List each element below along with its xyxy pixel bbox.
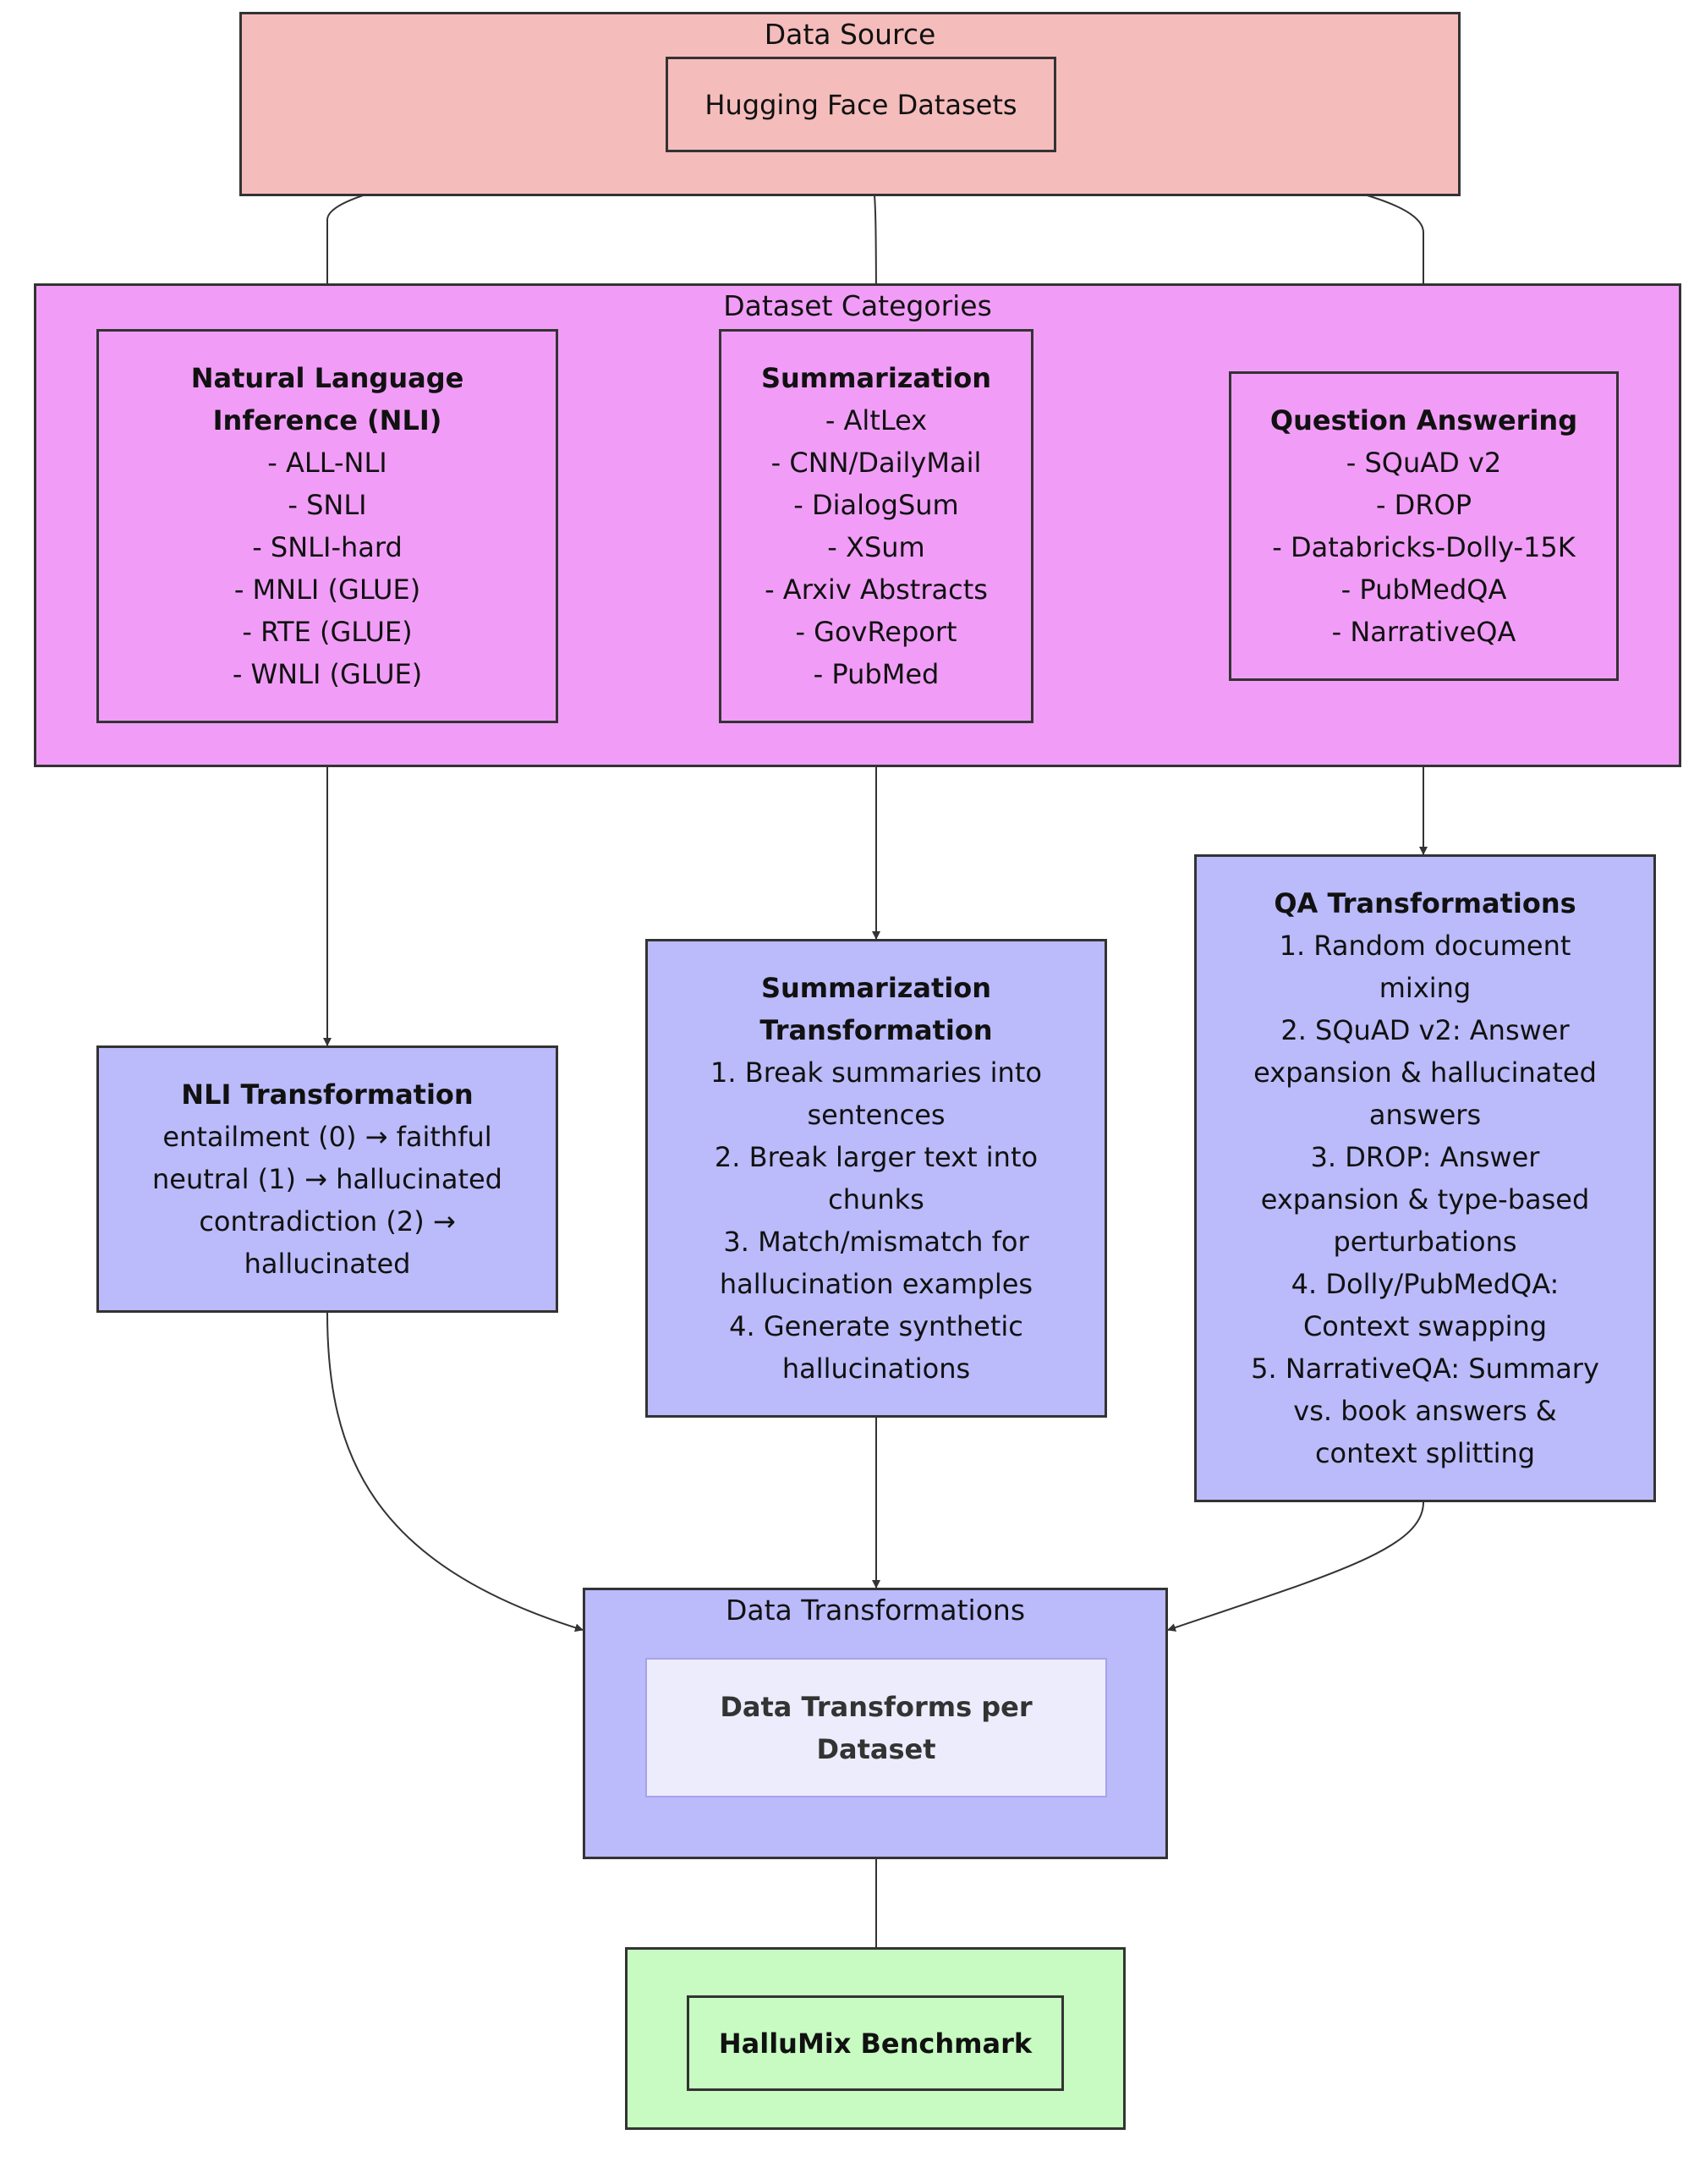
node-data-transforms-per-dataset[interactable]: Data Transforms per Dataset [645, 1658, 1107, 1797]
dataset-item: - DROP [1375, 489, 1472, 521]
transformation-item: 4. Dolly/PubMedQA: [1291, 1268, 1560, 1300]
node-hugging-face-datasets[interactable]: Hugging Face Datasets [666, 57, 1056, 152]
transformation-item: expansion & type-based [1260, 1183, 1590, 1215]
transformation-item: 3. Match/mismatch for [723, 1226, 1029, 1258]
node-label: Hugging Face Datasets [704, 88, 1017, 121]
group-title-dataset-categories: Dataset Categories [723, 289, 992, 322]
node-header-line: Summarization [760, 362, 992, 394]
transformation-item: 2. SQuAD v2: Answer [1280, 1014, 1570, 1046]
transformation-item: chunks [828, 1183, 924, 1215]
node-summarization-transformation[interactable]: Summarization Transformation 1. Break su… [645, 939, 1107, 1418]
node-header-line: Question Answering [1269, 404, 1578, 436]
transformation-item: 4. Generate synthetic [729, 1310, 1023, 1342]
dataset-item: - ALL-NLI [267, 447, 387, 479]
transformation-item: entailment (0) → faithful [162, 1121, 492, 1153]
node-nli-transformation[interactable]: NLI Transformation entailment (0) → fait… [96, 1045, 558, 1313]
dataset-item: - WNLI (GLUE) [232, 658, 423, 690]
transformation-item: 5. NarrativeQA: Summary [1251, 1353, 1599, 1385]
dataset-item: - Arxiv Abstracts [765, 573, 988, 606]
node-nli-datasets[interactable]: Natural Language Inference (NLI) - ALL-N… [96, 329, 558, 723]
node-label: Data Transforms per [720, 1690, 1033, 1723]
dataset-item: - SNLI-hard [252, 531, 403, 563]
node-qa-transformations[interactable]: QA Transformations 1. Random document mi… [1194, 854, 1656, 1502]
transformation-item: 1. Break summaries into [710, 1056, 1042, 1089]
group-title-data-transformations: Data Transformations [725, 1594, 1026, 1627]
group-title-data-source: Data Source [764, 18, 936, 51]
dataset-item: - AltLex [825, 404, 928, 436]
dataset-item: - NarrativeQA [1331, 616, 1516, 648]
node-header-line: QA Transformations [1274, 887, 1576, 919]
transformation-item: hallucinated [244, 1248, 411, 1280]
dataset-item: - RTE (GLUE) [242, 616, 413, 648]
transformation-item: contradiction (2) → [199, 1205, 456, 1237]
transformation-item: answers [1368, 1099, 1482, 1131]
transformation-item: 2. Break larger text into [714, 1141, 1039, 1173]
dataset-item: - PubMedQA [1340, 573, 1507, 606]
transformation-item: expansion & hallucinated [1253, 1056, 1597, 1089]
dataset-item: - SQuAD v2 [1346, 447, 1502, 479]
transformation-item: Context swapping [1302, 1310, 1548, 1342]
node-label: HalluMix Benchmark [718, 2027, 1033, 2060]
dataset-item: - XSum [827, 531, 925, 563]
transformation-item: perturbations [1333, 1226, 1517, 1258]
transformation-item: 1. Random document [1279, 930, 1571, 962]
dataset-item: - PubMed [813, 658, 940, 690]
transformation-item: vs. book answers & [1293, 1395, 1557, 1427]
node-header-line: Natural Language [190, 362, 464, 394]
transformation-item: context splitting [1314, 1437, 1536, 1469]
transformation-item: sentences [807, 1099, 946, 1131]
dataset-item: - CNN/DailyMail [770, 447, 982, 479]
edge-nli-t-to-group [326, 1312, 584, 1633]
dataset-item: - SNLI [288, 489, 367, 521]
dataset-item: - Databricks-Dolly-15K [1272, 531, 1576, 563]
edge-qa-t-to-group [1167, 1501, 1424, 1632]
node-question-answering-datasets[interactable]: Question Answering - SQuAD v2 - DROP - D… [1229, 371, 1619, 681]
transformation-item: 3. DROP: Answer [1310, 1141, 1540, 1173]
dataset-item: - DialogSum [793, 489, 959, 521]
node-summarization-datasets[interactable]: Summarization - AltLex - CNN/DailyMail -… [719, 329, 1033, 723]
node-header-line: Inference (NLI) [212, 404, 442, 436]
node-header-line: NLI Transformation [181, 1078, 474, 1111]
node-header-line: Transformation [759, 1014, 993, 1046]
transformation-item: hallucinations [781, 1353, 971, 1385]
transformation-item: mixing [1379, 972, 1472, 1004]
transformation-item: neutral (1) → hallucinated [152, 1163, 502, 1195]
node-header-line: Summarization [760, 972, 992, 1004]
node-label: Dataset [816, 1732, 936, 1765]
dataset-item: - MNLI (GLUE) [233, 573, 421, 606]
transformation-item: hallucination examples [719, 1268, 1033, 1300]
node-hallumix-benchmark[interactable]: HalluMix Benchmark [687, 1995, 1064, 2091]
dataset-item: - GovReport [795, 616, 957, 648]
